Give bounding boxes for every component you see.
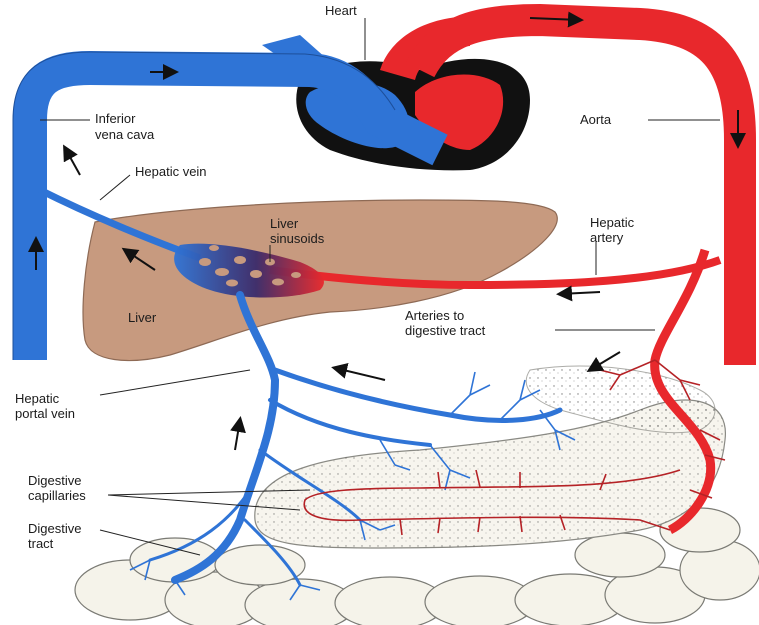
label-hepatic-artery: Hepatic artery xyxy=(590,215,638,245)
label-liver: Liver xyxy=(128,310,157,325)
label-hepatic-vein: Hepatic vein xyxy=(135,164,207,179)
label-inferior-vena-cava: Inferior vena cava xyxy=(95,111,155,142)
label-hepatic-portal-vein: Hepatic portal vein xyxy=(15,391,75,421)
label-heart: Heart xyxy=(325,3,357,18)
label-digestive-tract: Digestive tract xyxy=(28,521,85,551)
label-digestive-capillaries: Digestive capillaries xyxy=(28,473,86,503)
label-arteries-to-digestive-tract: Arteries to digestive tract xyxy=(405,308,486,338)
digestive-tract-loops xyxy=(75,366,759,625)
label-aorta: Aorta xyxy=(580,112,612,127)
